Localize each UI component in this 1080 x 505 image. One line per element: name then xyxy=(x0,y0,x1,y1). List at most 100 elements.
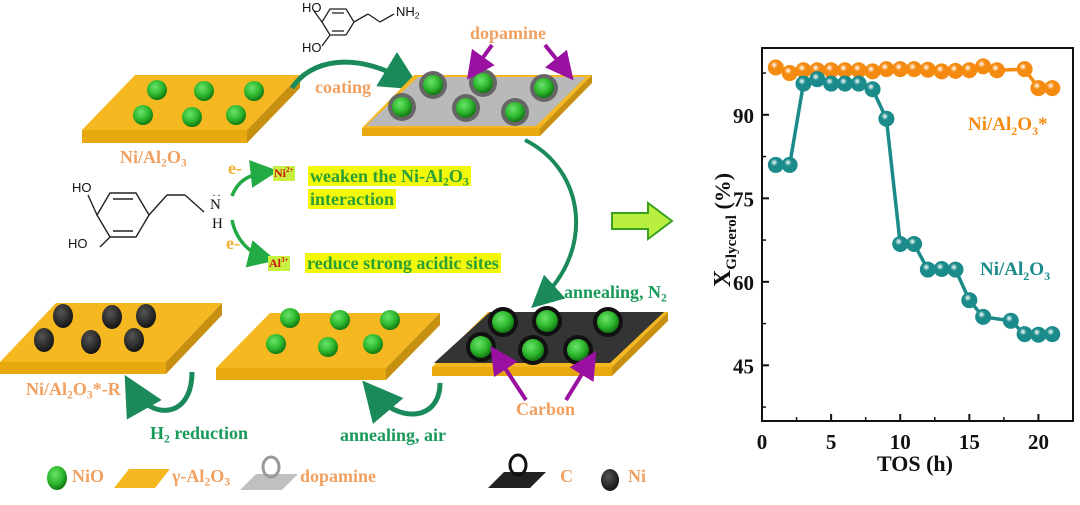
data-point xyxy=(850,62,867,79)
effect-al-text: reduce strong acidic sites xyxy=(305,253,501,273)
carbon-particle xyxy=(488,307,518,337)
data-point xyxy=(836,62,853,79)
coated-particle xyxy=(469,69,497,97)
coated-particle xyxy=(452,94,480,122)
molecule-n: N xyxy=(210,197,221,213)
data-point xyxy=(947,62,964,79)
label-ni-al2o3-r: Ni/Al2O3*-R xyxy=(26,379,121,402)
data-point xyxy=(864,81,881,98)
data-point xyxy=(947,261,964,278)
legend-al2o3-icon xyxy=(114,469,170,488)
coating-arrow xyxy=(289,51,421,90)
data-point xyxy=(1030,326,1047,343)
molecule-nh2: NH2 xyxy=(396,4,420,21)
annealing-air-arrow xyxy=(362,380,443,425)
data-point xyxy=(975,308,992,325)
data-point xyxy=(781,156,798,173)
legend-ni-label: Ni xyxy=(628,466,646,486)
data-point xyxy=(1044,80,1061,97)
carbon-particle xyxy=(593,307,623,337)
carbon-particle xyxy=(518,335,548,365)
ni-particle xyxy=(102,305,122,329)
x-axis-label: TOS (h) xyxy=(877,451,953,476)
data-point xyxy=(1044,326,1061,343)
slab-carbon-coated xyxy=(432,306,668,376)
ni-particle xyxy=(34,328,54,352)
label-coating: coating xyxy=(315,77,371,97)
data-point xyxy=(906,61,923,78)
slab-ni-reduced xyxy=(0,303,222,374)
electron-label-1: e- xyxy=(228,158,242,178)
coated-particle xyxy=(388,93,416,121)
lone-pair: ·· xyxy=(212,188,222,202)
data-point xyxy=(836,75,853,92)
legend-ni-icon xyxy=(601,469,619,491)
nio-particle xyxy=(280,308,300,328)
h2-reduction-arrow xyxy=(124,371,195,420)
ni-ion-label: Ni2+ xyxy=(273,166,295,181)
data-point xyxy=(809,71,826,88)
coated-particle xyxy=(501,98,529,126)
dopamine-pointer-arrow xyxy=(466,43,495,80)
nio-particle xyxy=(266,334,286,354)
carbon-pointer-arrow xyxy=(490,345,528,402)
molecule-h: H xyxy=(212,216,223,232)
legend-c-label: C xyxy=(560,466,573,486)
nio-particle xyxy=(194,81,214,101)
electron-label-2: e- xyxy=(226,233,240,253)
data-point xyxy=(988,62,1005,79)
data-point xyxy=(892,61,909,78)
data-point xyxy=(823,62,840,79)
data-point xyxy=(1030,80,1047,97)
legend-carbon-icon xyxy=(488,453,546,488)
y-tick-label: 45 xyxy=(733,354,754,378)
carbon-pointer-arrow xyxy=(564,350,597,402)
molecule-ho-bottom: HO xyxy=(302,40,322,55)
x-tick-label: 20 xyxy=(1028,430,1049,454)
data-point xyxy=(878,110,895,127)
data-point xyxy=(795,62,812,79)
slab-dopamine-coated xyxy=(362,69,592,136)
data-point xyxy=(961,62,978,79)
data-point xyxy=(906,235,923,252)
data-point xyxy=(1016,326,1033,343)
legend-dopamine-label: dopamine xyxy=(300,466,377,486)
data-point xyxy=(864,63,881,80)
data-point xyxy=(975,58,992,75)
x-tick-label: 10 xyxy=(890,430,911,454)
legend-al2o3-label: γ-Al2O3 xyxy=(172,466,231,489)
slab-ni-al2o3 xyxy=(82,75,300,143)
synthesis-diagram xyxy=(0,8,674,491)
x-tick-label: 0 xyxy=(757,430,768,454)
molecule-ho-top: HO xyxy=(302,0,322,15)
al-ion-label: Al3+ xyxy=(268,256,290,271)
nio-particle xyxy=(363,334,383,354)
electron-arrow-al xyxy=(230,219,277,268)
result-arrow-icon xyxy=(611,201,674,241)
dopamine-molecule-top xyxy=(313,8,395,47)
data-point xyxy=(892,235,909,252)
x-tick-label: 15 xyxy=(959,430,980,454)
label-carbon: Carbon xyxy=(516,399,576,419)
data-point xyxy=(919,61,936,78)
label-h2-reduction: H2 reduction xyxy=(150,423,249,446)
label-annealing-air: annealing, air xyxy=(340,425,447,445)
legend-nio-label: NiO xyxy=(72,466,105,486)
data-point xyxy=(767,59,784,76)
carbon-particle xyxy=(532,306,562,336)
nio-particle xyxy=(380,310,400,330)
data-point xyxy=(823,75,840,92)
x-tick-label: 5 xyxy=(826,430,837,454)
dopamine-pointer-arrow xyxy=(543,43,574,81)
data-point xyxy=(933,63,950,80)
label-dopamine: dopamine xyxy=(470,23,547,43)
molecule-ho-1: HO xyxy=(72,180,92,195)
annealing-n2-arrow xyxy=(524,138,579,309)
molecule-ho-2: HO xyxy=(68,236,88,251)
y-tick-label: 60 xyxy=(733,271,754,295)
legend-dopamine-icon xyxy=(240,455,298,490)
nio-particle xyxy=(133,105,153,125)
nio-particle xyxy=(147,80,167,100)
